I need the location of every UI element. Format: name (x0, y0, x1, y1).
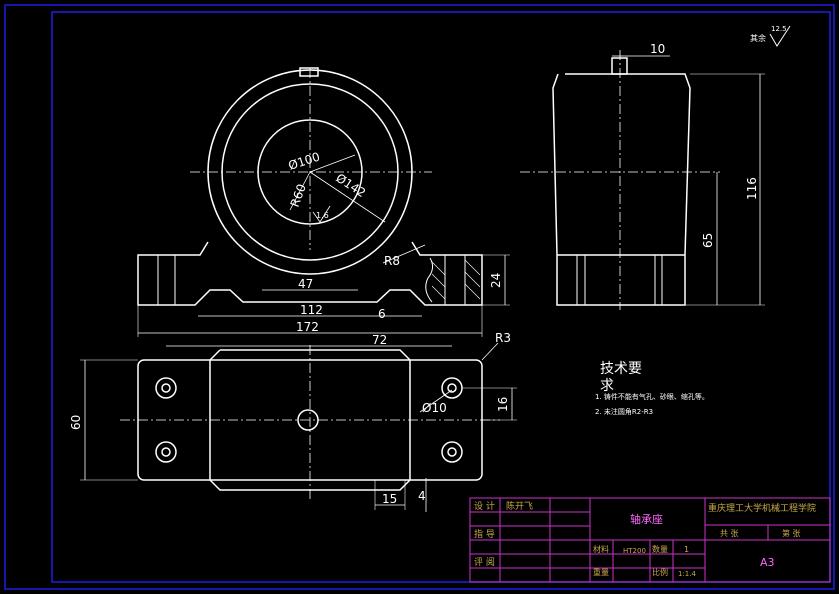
front-oil-boss (299, 67, 319, 77)
dim-15: 15 (382, 492, 397, 506)
front-view (137, 67, 483, 306)
tb-designer: 陈开飞 (506, 500, 533, 512)
dim-172: 172 (296, 320, 319, 334)
tb-material-label: 材料 (593, 544, 609, 554)
dim-72: 72 (372, 333, 387, 347)
tb-design-label: 设 计 (474, 500, 495, 512)
tb-scale-label: 比例 (652, 567, 668, 577)
side-outline (552, 73, 691, 306)
top-bolt-hole-br (441, 441, 463, 463)
top-bolt-hole-tr-inner (447, 383, 457, 393)
top-bolt-hole-bl-inner (161, 447, 171, 457)
tb-part-name: 轴承座 (630, 512, 663, 526)
front-hatch (431, 259, 481, 300)
side-dimensions: 10 116 65 (612, 42, 765, 306)
top-oil-hole (297, 409, 319, 431)
roughness-symbol: 其余 12.5 (750, 25, 791, 47)
tb-quantity-value: 1 (684, 545, 689, 554)
tb-quantity-label: 数量 (652, 544, 668, 554)
outer-frame (4, 4, 835, 590)
top-dimensions: 72 R3 60 Ø10 16 15 4 (69, 331, 517, 512)
inner-frame (51, 11, 831, 583)
dim-surface-mark: 1.6 (316, 211, 329, 220)
tb-scale-value: 1:1.4 (678, 570, 696, 578)
tb-school: 重庆理工大学机械工程学院 (708, 502, 816, 514)
title-block (469, 497, 831, 583)
top-bolt-hole-tl-inner (161, 383, 171, 393)
front-base-right (358, 241, 483, 306)
dim-65: 65 (701, 233, 715, 248)
dim-4: 4 (418, 489, 426, 503)
front-roughness-icon (312, 205, 331, 223)
front-leader-d100 (309, 154, 356, 173)
dim-leader-r8 (382, 244, 426, 264)
tb-weight-label: 重量 (593, 567, 609, 577)
dim-116: 116 (745, 177, 759, 200)
dim-16: 16 (496, 397, 510, 412)
side-oil-boss (611, 57, 628, 75)
top-housing-outline (209, 349, 411, 491)
front-break-line (425, 257, 434, 303)
front-bore-circle (257, 119, 363, 225)
roughness-value: 12.5 (771, 25, 787, 33)
top-bolt-hole-bl (155, 441, 177, 463)
dim-6: 6 (378, 307, 386, 321)
tb-sheet-no: 第 张 (782, 528, 801, 538)
tb-guide-label: 指 导 (474, 528, 495, 540)
tb-material-value: HT200 (623, 547, 646, 555)
roughness-check-icon (769, 25, 791, 47)
dim-d142: Ø142 (333, 171, 368, 200)
front-dimensions: Ø100 R60 Ø142 1.6 47 112 172 6 R8 24 (137, 150, 510, 337)
dim-r3: R3 (495, 331, 511, 345)
front-outer-circle (207, 69, 413, 275)
front-middle-circle (221, 83, 399, 261)
front-leader-d142 (309, 171, 386, 223)
dim-leader-d10 (419, 389, 453, 413)
dim-47: 47 (298, 277, 313, 291)
front-leader-r60 (289, 171, 311, 211)
top-bolt-hole-tl (155, 377, 177, 399)
dim-leader-r3 (481, 342, 499, 361)
tech-req-item-2: 2. 未注圆角R2-R3 (595, 407, 653, 416)
side-view (520, 50, 720, 310)
front-base-left (137, 241, 262, 306)
dim-10: 10 (650, 42, 665, 56)
dim-d10: Ø10 (422, 401, 447, 415)
tb-review-label: 评 阅 (474, 557, 495, 568)
roughness-prefix: 其余 (750, 33, 766, 43)
tech-req-item-1: 1. 铸件不能有气孔、砂眼、缩孔等。 (595, 392, 709, 401)
top-view (120, 345, 500, 500)
dim-112: 112 (300, 303, 323, 317)
top-bolt-hole-br-inner (447, 447, 457, 457)
title-block-text: 设 计 陈开飞 指 导 评 阅 轴承座 重庆理工大学机械工程学院 共 张 第 张… (474, 500, 816, 578)
dim-60: 60 (69, 415, 83, 430)
technical-requirements: 技术要 求 1. 铸件不能有气孔、砂眼、缩孔等。 2. 未注圆角R2-R3 (595, 361, 709, 416)
dim-r8: R8 (384, 254, 400, 268)
tb-paper-size: A3 (760, 556, 775, 569)
tech-req-title-1: 技术要 (600, 361, 642, 377)
tb-sheets-total: 共 张 (720, 529, 739, 538)
tech-req-title-2: 求 (600, 378, 614, 394)
dim-r60: R60 (288, 182, 309, 209)
dim-24: 24 (489, 273, 503, 288)
